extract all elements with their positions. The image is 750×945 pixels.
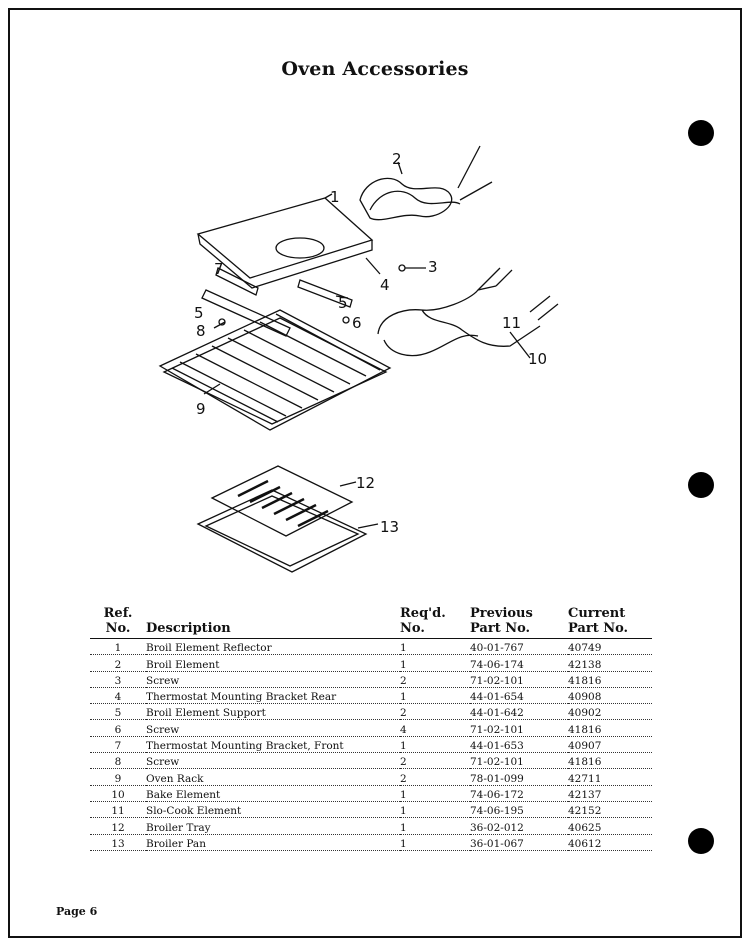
callout-12: 12 (356, 474, 375, 492)
header-required: Req'd.No. (400, 606, 470, 639)
page-border (8, 8, 742, 938)
callout-2: 2 (392, 150, 402, 168)
oven-rack (158, 309, 392, 431)
exploded-parts-diagram: 1 2 3 4 5 6 7 8 9 10 11 12 13 5 (158, 145, 559, 573)
callout-11: 11 (502, 314, 521, 332)
callout-9: 9 (196, 400, 206, 418)
callout-10: 10 (528, 350, 547, 368)
callout-6: 6 (352, 314, 362, 332)
callout-1: 1 (330, 188, 340, 206)
callout-4: 4 (380, 276, 390, 294)
broil-element-reflector (196, 197, 374, 279)
callout-5-second: 5 (338, 294, 348, 312)
page-number: Page 6 (56, 905, 98, 918)
binder-hole-middle (688, 472, 714, 498)
callout-3: 3 (428, 258, 438, 276)
broiler-tray (210, 465, 354, 537)
callout-8: 8 (196, 322, 206, 340)
callout-5: 5 (194, 304, 204, 322)
binder-hole-bottom (688, 828, 714, 854)
broil-element-support (201, 289, 291, 337)
callout-7: 7 (214, 260, 224, 278)
page-title: Oven Accessories (281, 58, 469, 80)
header-ref: Ref.No. (90, 606, 146, 639)
callout-13: 13 (380, 518, 399, 536)
broiler-pan (196, 489, 368, 573)
header-description: Description (146, 606, 400, 639)
binder-hole-top (688, 120, 714, 146)
slo-cook-element (383, 334, 479, 357)
broil-element (359, 177, 453, 221)
thermostat-bracket-front (215, 267, 259, 296)
bake-element (377, 285, 541, 347)
